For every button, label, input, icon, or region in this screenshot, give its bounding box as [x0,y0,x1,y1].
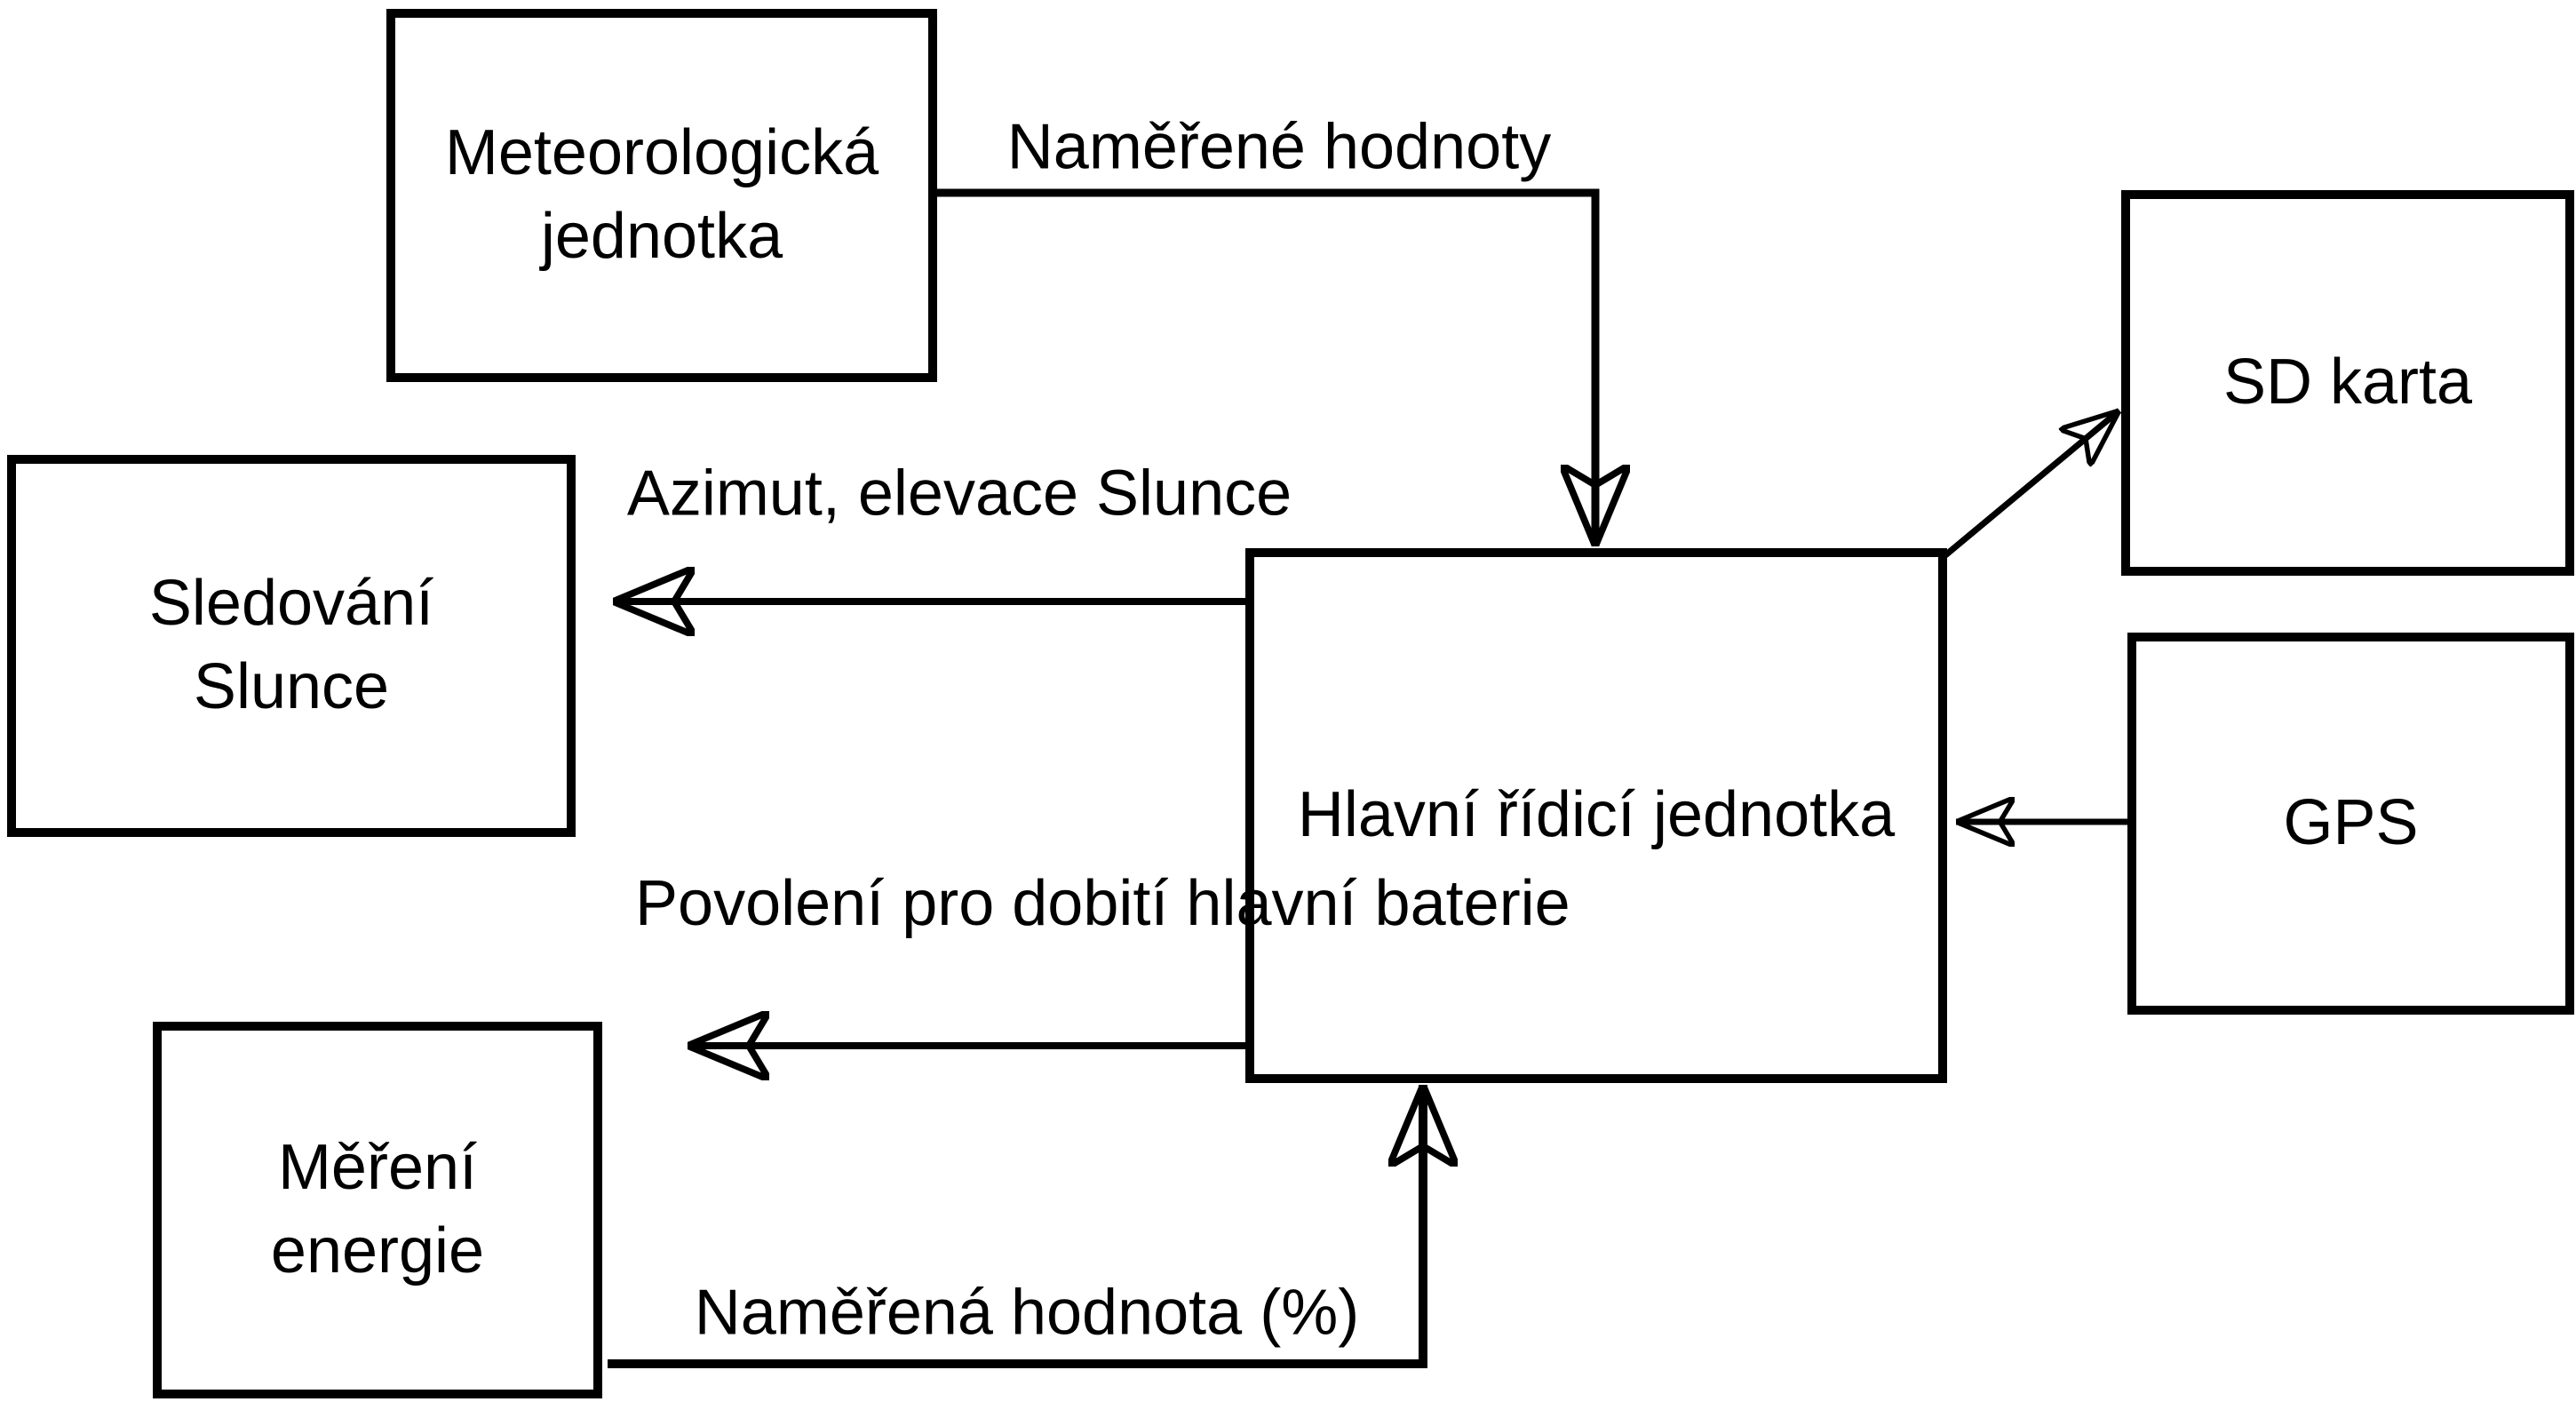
edge-label-line: Povolení pro dobití [635,868,1169,939]
edge-label-line: hlavní baterie [1186,868,1570,939]
box-mereni-energie: Měření energie [153,1022,602,1398]
box-sd-karta: SD karta [2121,190,2574,576]
box-label-line: jednotka [540,201,783,272]
edge-label-povoleni-pro-dobiti: Povolení pro dobití hlavní baterie [635,862,1570,946]
arrow-meteo-to-main [937,188,1595,546]
box-label: GPS [2283,787,2419,859]
box-label: Hlavní řídicí jednotka [1297,779,1896,851]
box-meteorologicka-jednotka: Meteorologická jednotka [386,9,937,382]
edge-label-namerene-hodnoty: Naměřené hodnoty [1006,111,1552,183]
box-hlavni-ridici-jednotka: Hlavní řídicí jednotka [1245,548,1947,1083]
box-gps: GPS [2127,633,2574,1015]
box-label-line: Sledování [148,568,434,640]
box-label-line: Meteorologická [444,117,879,189]
box-sledovani-slunce: Sledování Slunce [7,455,576,837]
box-label-line: Měření [277,1132,478,1204]
arrow-main-to-sd [1943,410,2119,558]
box-label-line: Slunce [193,651,390,722]
edge-label-azimut-elevace-slunce: Azimut, elevace Slunce [626,458,1292,530]
arrow-energy-to-main [608,1085,1423,1368]
box-label-line: energie [270,1215,485,1286]
box-label: SD karta [2222,347,2473,418]
edge-label-namerena-hodnota: Naměřená hodnota (%) [694,1277,1360,1349]
